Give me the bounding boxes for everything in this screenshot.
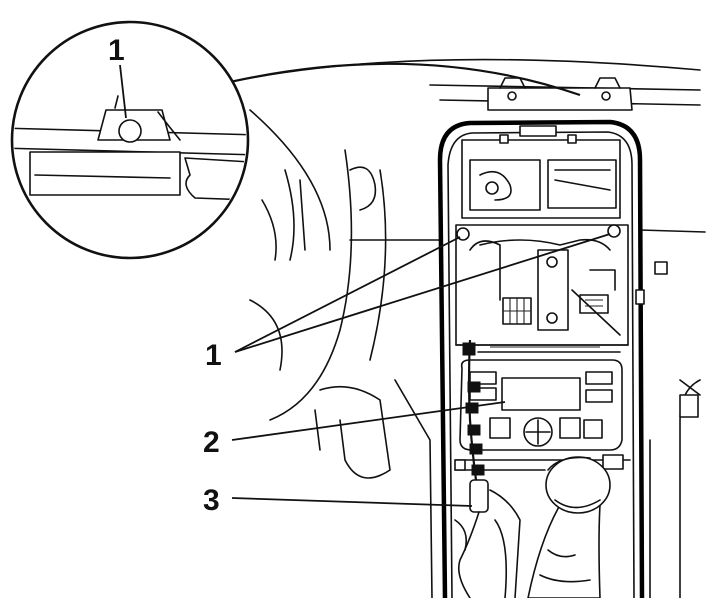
inset-clip-hole [118,119,142,143]
connector-2 [467,381,481,393]
dashboard-outline [239,58,706,598]
callout-connectors: 2 [203,426,220,459]
detail-inset [10,20,581,260]
callout-cable: 3 [203,484,220,517]
gear-knob [545,456,611,514]
retaining-clip-right [607,224,621,238]
leader-lines [119,64,611,507]
heater-control-panel [459,359,623,451]
upper-bracket [487,77,633,111]
air-vent-housing [461,125,621,219]
radio-cavity [455,224,645,353]
connector-1 [462,342,476,356]
lower-console [454,454,631,598]
callout-inset-clip: 1 [108,34,125,67]
gear-lever [527,456,611,598]
connector-4 [467,424,481,436]
cable-plug [469,479,489,513]
connector-5 [469,443,483,455]
callout-retaining-clips: 1 [205,339,222,372]
